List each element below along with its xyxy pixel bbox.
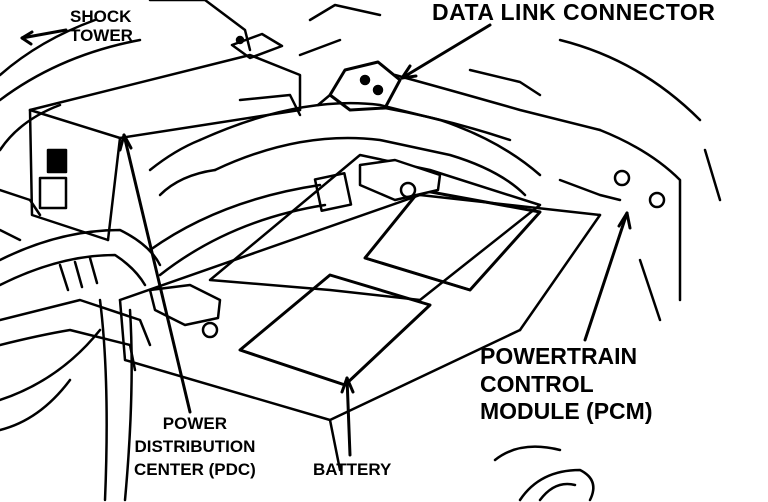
power-distribution-center [28,32,302,242]
shock-tower-label-line1: SHOCK [70,7,132,26]
air-intake-duct [148,93,542,197]
shock-tower-label-line2: TOWER [70,26,133,46]
pcm-label: POWERTRAIN CONTROL MODULE (PCM) [480,343,652,426]
data-link-connector-label-text: DATA LINK CONNECTOR [432,0,716,25]
battery-label: BATTERY [313,460,391,479]
pcm-label-line2: CONTROL [480,370,594,397]
shock-tower-leader [20,28,68,40]
lower-right-component [493,445,595,502]
pcm-label-line3: MODULE (PCM) [480,398,653,425]
shock-tower-label: SHOCK TOWER [70,7,133,45]
callout-leaders [20,23,632,457]
battery-leader [345,376,352,457]
wiring-harness [0,171,353,502]
pdc-leader [122,133,192,414]
pdc-label: POWER DISTRIBUTION CENTER (PDC) [134,413,256,482]
pdc-label-line3: CENTER (PDC) [134,459,256,479]
fender-outline [0,18,142,242]
pdc-label-line2: DISTRIBUTION [134,436,256,456]
pdc-label-line1: POWER [162,414,228,433]
battery-label-text: BATTERY [313,460,392,479]
pcm-bracket [558,38,722,322]
pcm-label-line1: POWERTRAIN [480,343,638,369]
data-link-connector [298,3,602,142]
pcm-leader [583,211,629,342]
data-link-connector-label: DATA LINK CONNECTOR [432,0,715,26]
dlc-leader [400,23,492,80]
